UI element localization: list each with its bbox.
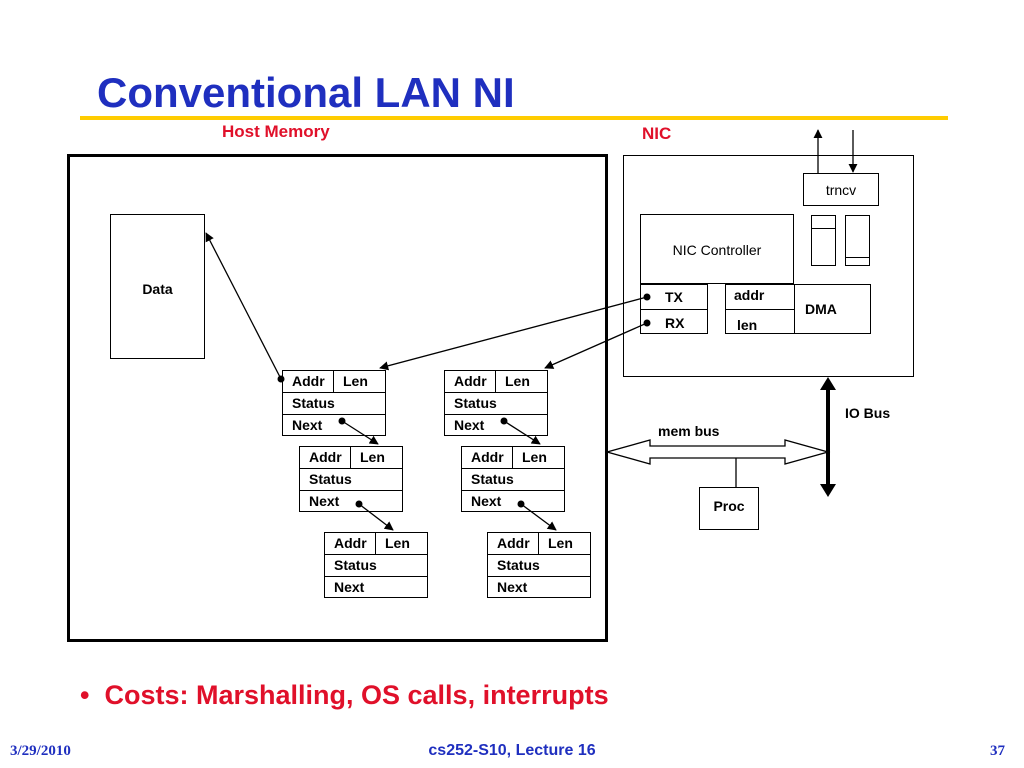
descriptor-len: Len — [548, 535, 573, 551]
descriptor-len: Len — [505, 373, 530, 389]
dma-addr-label: addr — [734, 287, 765, 303]
trncv-box: trncv — [803, 173, 879, 206]
descriptor-status: Status — [445, 393, 547, 415]
rx-descriptor-3: Addr Len Status Next — [487, 532, 591, 598]
bullet-text: Costs: Marshalling, OS calls, interrupts — [104, 680, 609, 710]
desc-to-data-arrow — [205, 232, 282, 380]
fifo-buffer-right — [845, 215, 870, 266]
mem-bus-label: mem bus — [658, 423, 720, 439]
descriptor-addr: Addr — [292, 373, 325, 389]
proc-box: Proc — [699, 487, 759, 530]
tx-next-dot-1 — [338, 417, 346, 425]
descriptor-len: Len — [522, 449, 547, 465]
rx-next-dot-2 — [517, 500, 525, 508]
dma-box: addr len DMA — [725, 284, 871, 334]
descriptor-status: Status — [488, 555, 590, 577]
data-buffer: Data — [110, 214, 205, 359]
tx-pointer-arrow — [379, 296, 648, 371]
bullet-marker: • — [80, 680, 105, 710]
host-memory-label: Host Memory — [222, 122, 330, 141]
descriptor-addr: Addr — [334, 535, 367, 551]
descriptor-addr: Addr — [309, 449, 342, 465]
tx-next-dot-2 — [355, 500, 363, 508]
descriptor-next: Next — [309, 493, 340, 509]
tx-next-arrow-2 — [358, 503, 394, 531]
rx-descriptor-1: Addr Len Status Next — [444, 370, 548, 436]
rx-next-arrow-2 — [520, 503, 557, 531]
io-bus-arrow-top — [820, 377, 836, 390]
dma-label: DMA — [805, 301, 837, 317]
bullet-costs: • Costs: Marshalling, OS calls, interrup… — [80, 680, 609, 711]
trncv-label: trncv — [825, 182, 857, 198]
descriptor-addr: Addr — [454, 373, 487, 389]
descriptor-next: Next — [334, 579, 365, 595]
descriptor-next: Next — [292, 417, 323, 433]
rx-pointer-arrow — [544, 322, 648, 369]
slide-title: Conventional LAN NI — [97, 69, 515, 116]
proc-label: Proc — [713, 498, 745, 514]
tx-descriptor-2: Addr Len Status Next — [299, 446, 403, 512]
fifo-buffer-left — [811, 215, 836, 266]
descriptor-status: Status — [462, 469, 564, 491]
descriptor-len: Len — [343, 373, 368, 389]
rx-next-dot-1 — [500, 417, 508, 425]
descriptor-len: Len — [385, 535, 410, 551]
title-underline — [80, 116, 948, 120]
data-buffer-label: Data — [142, 281, 173, 297]
nic-controller-box: NIC Controller — [640, 214, 794, 284]
rx-pointer-dot — [643, 319, 651, 327]
descriptor-status: Status — [300, 469, 402, 491]
tx-label: TX — [665, 289, 683, 305]
descriptor-status: Status — [283, 393, 385, 415]
io-bus-arrow-bottom — [820, 484, 836, 497]
descriptor-len: Len — [360, 449, 385, 465]
tx-descriptor-1: Addr Len Status Next — [282, 370, 386, 436]
io-bus-label: IO Bus — [845, 405, 891, 421]
tx-next-arrow-1 — [341, 420, 379, 445]
tx-pointer-dot — [643, 293, 651, 301]
descriptor-status: Status — [325, 555, 427, 577]
dma-len-label: len — [737, 317, 758, 333]
descriptor-next: Next — [454, 417, 485, 433]
rx-label: RX — [665, 315, 685, 331]
desc-addr-dot — [277, 375, 285, 383]
rx-next-arrow-1 — [503, 420, 541, 445]
descriptor-next: Next — [497, 579, 528, 595]
footer-date: 3/29/2010 — [10, 743, 71, 759]
nic-label: NIC — [642, 124, 672, 143]
tx-descriptor-3: Addr Len Status Next — [324, 532, 428, 598]
descriptor-addr: Addr — [497, 535, 530, 551]
descriptor-next: Next — [471, 493, 502, 509]
footer-course: cs252-S10, Lecture 16 — [428, 742, 596, 759]
rx-descriptor-2: Addr Len Status Next — [461, 446, 565, 512]
mem-bus-arrow — [604, 439, 831, 465]
nic-controller-label: NIC Controller — [672, 242, 762, 258]
footer-page: 37 — [990, 743, 1005, 759]
descriptor-addr: Addr — [471, 449, 504, 465]
tx-rx-registers: TX RX — [640, 284, 708, 334]
